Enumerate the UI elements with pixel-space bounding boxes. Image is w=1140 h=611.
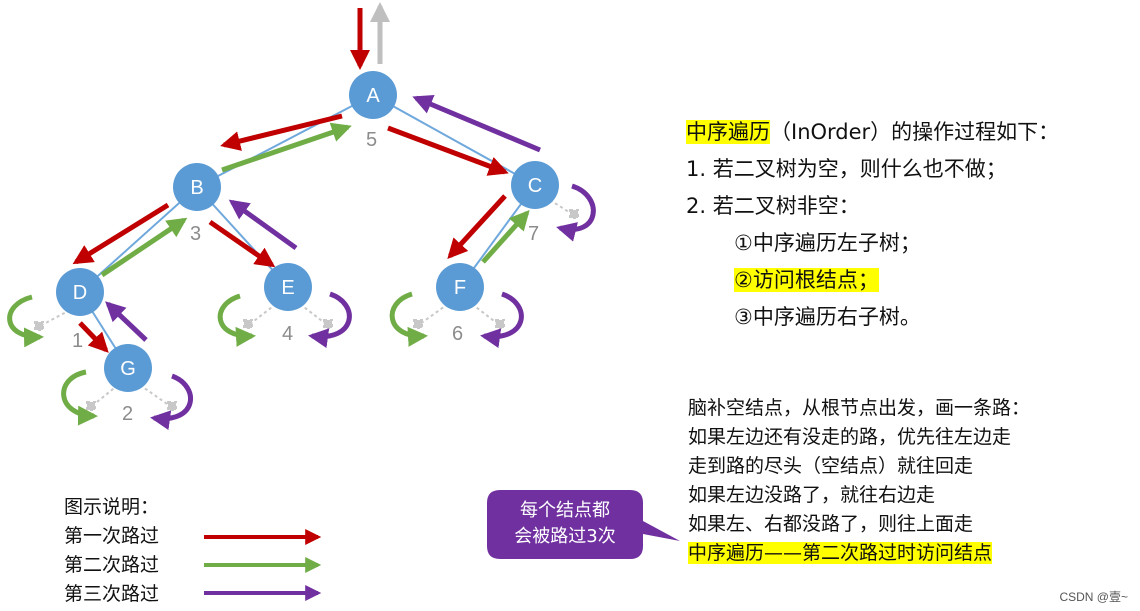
visit-order-4: 4 bbox=[282, 323, 293, 345]
svg-text:F: F bbox=[454, 277, 466, 299]
tree-edges bbox=[79, 94, 536, 369]
note-line-2: 如果左边还有没走的路，优先往左边走 bbox=[688, 426, 1012, 448]
note-line-5: 如果左、右都没路了，则往上面走 bbox=[688, 513, 974, 535]
rules-sub-3: ③中序遍历右子树。 bbox=[734, 305, 921, 329]
legend-title: 图示说明： bbox=[64, 496, 160, 518]
svg-text:D: D bbox=[73, 282, 87, 304]
svg-text:B: B bbox=[190, 177, 203, 199]
rules-title-line: 中序遍历（InOrder）的操作过程如下： bbox=[686, 114, 1059, 151]
second-pass-arrows bbox=[100, 122, 530, 278]
visit-order-5: 5 bbox=[366, 129, 377, 151]
rules-sub-1: ①中序遍历左子树； bbox=[734, 231, 921, 255]
rules-sub-2-line: ②访问根结点； bbox=[686, 262, 1059, 299]
legend-second-label: 第二次路过 bbox=[64, 554, 160, 576]
rules-step-2: 2. 若二叉树非空： bbox=[686, 194, 860, 218]
edge-a-b bbox=[196, 94, 374, 188]
callout-text: 每个结点都 会被路过3次 bbox=[496, 498, 634, 550]
rules-step-1: 1. 若二叉树为空，则什么也不做； bbox=[686, 157, 1007, 181]
traversal-notes: 脑补空结点，从根节点出发，画一条路： 如果左边还有没走的路，优先往左边走 走到路… bbox=[688, 394, 1030, 568]
svg-text:A: A bbox=[366, 85, 380, 107]
legend: 图示说明： 第一次路过 第二次路过 第三次路过 bbox=[64, 493, 159, 609]
visit-order-1: 1 bbox=[72, 330, 83, 352]
note-line-4: 如果左边没路了，就往右边走 bbox=[688, 484, 936, 506]
visit-order-7: 7 bbox=[528, 223, 539, 245]
node-g: G bbox=[104, 344, 152, 392]
svg-text:G: G bbox=[120, 358, 136, 380]
rules-sub-2: ②访问根结点； bbox=[734, 268, 879, 292]
callout-line-1: 每个结点都 bbox=[520, 500, 610, 521]
legend-first-label: 第一次路过 bbox=[64, 525, 160, 547]
inorder-rules: 中序遍历（InOrder）的操作过程如下： 1. 若二叉树为空，则什么也不做； … bbox=[686, 114, 1059, 336]
note-summary-line: 中序遍历——第二次路过时访问结点 bbox=[688, 539, 1030, 568]
node-f: F bbox=[436, 263, 484, 311]
svg-text:C: C bbox=[528, 175, 542, 197]
callout-line-2: 会被路过3次 bbox=[514, 526, 616, 547]
visit-order-2: 2 bbox=[122, 403, 133, 425]
node-d: D bbox=[56, 268, 104, 316]
tree-nodes: A B C D E F G bbox=[56, 71, 559, 392]
rules-title: 中序遍历 bbox=[686, 120, 770, 144]
null-loop-arrows bbox=[7, 183, 596, 431]
visit-order-labels: 1 2 3 4 5 6 7 bbox=[72, 129, 539, 425]
edge-b-d bbox=[79, 186, 198, 293]
note-line-1: 脑补空结点，从根节点出发，画一条路： bbox=[688, 397, 1031, 419]
node-a: A bbox=[349, 71, 397, 119]
footer-credit: CSDN @壹~ bbox=[1059, 590, 1128, 604]
note-summary: 中序遍历——第二次路过时访问结点 bbox=[688, 542, 993, 564]
first-pass-arrows bbox=[72, 113, 509, 353]
node-e: E bbox=[264, 263, 312, 311]
svg-text:E: E bbox=[281, 277, 294, 299]
node-b: B bbox=[173, 163, 221, 211]
callout-bubble bbox=[487, 490, 680, 559]
legend-third-label: 第三次路过 bbox=[64, 583, 160, 605]
visit-order-6: 6 bbox=[452, 323, 463, 345]
third-pass-arrows bbox=[105, 94, 541, 342]
rules-title-rest: （InOrder）的操作过程如下： bbox=[770, 120, 1060, 144]
note-line-3: 走到路的尽头（空结点）就往回走 bbox=[688, 455, 974, 477]
legend-arrows bbox=[204, 529, 322, 601]
visit-order-3: 3 bbox=[190, 223, 201, 245]
node-c: C bbox=[511, 161, 559, 209]
